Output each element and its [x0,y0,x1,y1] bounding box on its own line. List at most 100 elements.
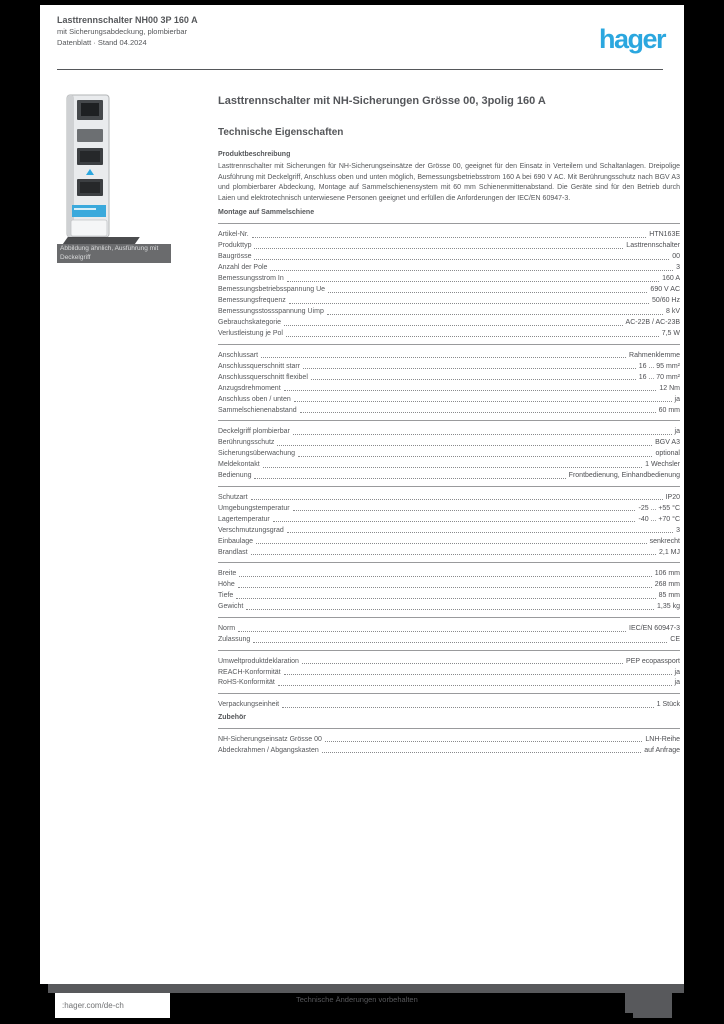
section-rule [218,485,680,487]
spec-label: Bedienung [218,472,252,480]
spec-label: Anschlussart [218,351,259,359]
dot-leader [239,575,652,577]
spec-value: BGV A3 [655,439,680,447]
sub-label: Montage auf Sammelschiene [218,209,315,217]
spec-label: Zulassung [218,635,251,643]
dot-leader [286,280,660,282]
spec-label: Deckelgriff plombierbar [218,428,290,436]
product-device-illustration [66,94,110,238]
dot-leader [284,324,623,326]
description-paragraph: Lasttrennschalter mit Sicherungen für NH… [218,163,680,202]
spec-row: Bedienung Frontbedienung, Einhandbedienun… [218,472,680,480]
dot-leader [285,335,659,337]
spec-label: Verpackungseinheit [218,701,280,709]
spec-label: Höhe [218,581,235,589]
spec-label: Verschmutzungsgrad [218,526,284,534]
spec-value: 268 mm [654,581,680,589]
spec-value: 60 mm [658,406,680,414]
spec-value: 85 mm [658,592,680,600]
spec-label: Baugrösse [218,253,252,261]
spec-label: Anzugsdrehmoment [218,384,281,392]
spec-value: HTN163E [649,231,680,239]
dot-leader [237,586,652,588]
spec-label: Anschlussquerschnitt starr [218,362,301,370]
dot-leader [301,663,624,665]
dot-leader [324,741,643,743]
section-rule [218,727,680,729]
dot-leader [236,597,656,599]
section-title: Technische Eigenschaften [218,127,344,138]
dot-leader [292,510,636,512]
footer-website-link[interactable]: :hager.com/de-ch [55,993,170,1018]
dot-leader [262,466,643,468]
spec-value: Frontbedienung, Einhandbedienung [568,472,680,480]
header-product-desc: mit Sicherungsabdeckung, plombierbar [57,27,188,36]
spec-value: -40 ... +70 °C [638,515,680,523]
dot-leader [254,258,670,260]
footer-stamp [625,993,672,1013]
section-rule [218,616,680,618]
spec-value: 50/60 Hz [651,297,680,305]
spec-value: -25 ... +55 °C [638,504,680,512]
spec-label: Brandlast [218,548,248,556]
dot-leader [282,706,654,708]
dot-leader [303,368,636,370]
spec-value: 106 mm [654,570,680,578]
dot-leader [326,313,663,315]
spec-value: ja [674,679,680,687]
dot-leader [261,357,627,359]
dot-leader [283,390,657,392]
spec-value: 690 V AC [650,286,680,294]
spec-label: Meldekontakt [218,461,260,469]
spec-label: Schutzart [218,493,248,501]
spec-value: CE [670,635,680,643]
dot-leader [283,674,672,676]
spec-label: NH-Sicherungseinsatz Grösse 00 [218,735,322,743]
spec-value: 1 Stück [656,701,680,709]
spec-value: LNH-Reihe [645,735,680,743]
dot-leader [286,532,674,534]
dot-leader [270,269,674,271]
spec-value: ja [674,668,680,676]
dot-leader [256,543,647,545]
dot-leader [254,247,624,249]
spec-value: optional [655,450,680,458]
dot-leader [254,477,566,479]
spec-value: 00 [672,253,680,261]
spec-row: NH-Sicherungseinsatz Grösse 00 LNH-Reihe [218,736,680,744]
spec-value: 3 [676,264,680,272]
section-rule [218,343,680,345]
product-photo: Abbildung ähnlich, Ausführung mit Deckel… [57,93,177,268]
dot-leader [293,401,672,403]
page-title: Lasttrennschalter mit NH-Sicherungen Grö… [218,95,546,107]
spec-label: Anschlussquerschnitt flexibel [218,373,308,381]
technical-data-table: Lasttrennschalter mit NH-Sicherungen Grö… [218,95,680,758]
dot-leader [272,521,636,523]
spec-value: IP20 [665,493,680,501]
dot-leader [246,608,655,610]
spec-row: Zulassung CE [218,636,680,644]
spec-value: 7,5 W [661,330,680,338]
spec-row: Höhe 268 mm [218,581,680,589]
dot-leader [321,752,642,754]
dot-leader [310,379,636,381]
spec-row: Bemessungsbetriebsspannung Ue 690 V AC [218,286,680,294]
dot-leader [298,455,653,457]
spec-label: Bemessungsbetriebsspannung Ue [218,286,326,294]
spec-row: Umgebungstemperatur-25 ... +55 °C [218,505,680,513]
dot-leader [251,236,647,238]
section-rule [218,420,680,422]
spec-label: Anschluss oben / unten [218,395,291,403]
